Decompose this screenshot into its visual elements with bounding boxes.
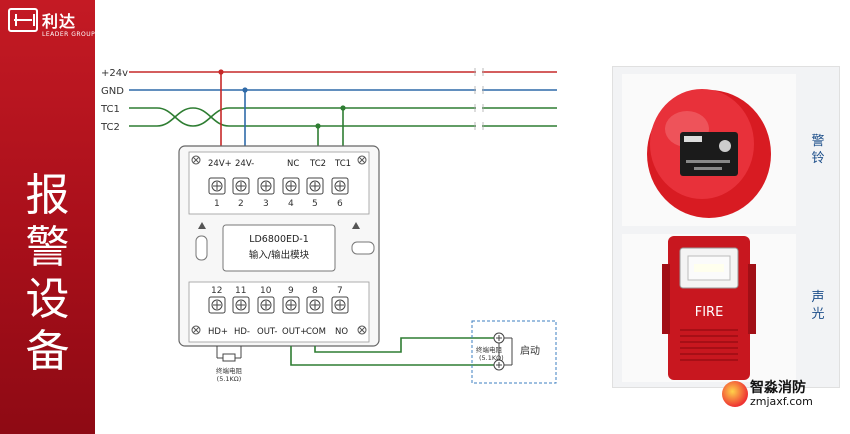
- bus-label-tc1: TC1: [100, 104, 120, 115]
- brand-name: 利达: [42, 12, 77, 31]
- terminal-number: 2: [238, 199, 244, 209]
- eol-resistor-value: (5.1KΩ): [217, 375, 242, 383]
- alarm-bell-image: [622, 74, 796, 226]
- terminal-number: 5: [312, 199, 318, 209]
- strobe-sign-text: FIRE: [695, 305, 724, 320]
- sidebar-title-char: 设: [25, 274, 70, 325]
- module-name: 输入/输出模块: [249, 249, 310, 261]
- start-wires: [290, 337, 499, 366]
- signal-label: OUT-: [257, 327, 277, 337]
- module-label-plate: [222, 224, 336, 272]
- terminal-number: 3: [263, 199, 269, 209]
- bottom-terminals: [208, 296, 349, 314]
- signal-label: COM: [306, 327, 326, 337]
- watermark-url: zmjaxf.com: [750, 395, 813, 408]
- terminal-number: 1: [214, 199, 220, 209]
- device-label-char: 声 光: [811, 290, 825, 322]
- line-break-marks: [476, 69, 482, 129]
- signal-label: TC2: [309, 159, 326, 169]
- bus-label-tc2: TC2: [100, 122, 120, 133]
- up-arrow-icon: [352, 222, 360, 229]
- terminal-number: 11: [235, 286, 246, 296]
- terminal-number: 12: [211, 286, 222, 296]
- signal-label: OUT+: [282, 327, 307, 337]
- strobe-horn-image: FIRE: [622, 234, 796, 382]
- alarm-bell-icon: [647, 89, 771, 218]
- terminal-number: 8: [312, 286, 318, 296]
- bus-label-24v: +24v: [101, 68, 128, 79]
- top-terminals: [208, 177, 349, 195]
- start-resistor-value: (5.1KΩ): [479, 354, 504, 362]
- right-slot: [351, 241, 375, 255]
- sidebar-title: 报 警 设 备: [0, 170, 95, 378]
- device-panel: 警 铃 FIRE 声 光: [612, 66, 840, 388]
- sidebar-title-char: 报: [25, 170, 70, 221]
- alarm-bell-label: 警 铃: [800, 133, 836, 167]
- strobe-horn-icon: FIRE: [662, 236, 756, 380]
- start-label: 启动: [520, 344, 540, 357]
- signal-label: NC: [287, 159, 299, 169]
- sidebar: 利达 LEADER GROUP 报 警 设 备: [0, 0, 95, 434]
- io-module: 24V+ 24V- NC TC2 TC1 1 2 3 4 5 6 LD6800E…: [178, 145, 380, 347]
- left-slot: [195, 235, 208, 261]
- eol-resistor: 终端电阻 (5.1KΩ): [216, 346, 243, 383]
- start-resistor-label: 终端电阻: [476, 345, 503, 354]
- device-label-char: 警 铃: [811, 134, 825, 166]
- terminal-number: 10: [260, 286, 272, 296]
- sidebar-title-char: 警: [25, 222, 70, 273]
- strobe-horn-label: 声 光: [800, 289, 836, 323]
- terminal-number: 6: [337, 199, 343, 209]
- module-model: LD6800ED-1: [249, 234, 309, 245]
- signal-label: HD+: [208, 327, 228, 337]
- watermark-title: 智淼消防: [750, 380, 806, 396]
- bus-label-gnd: GND: [101, 86, 124, 97]
- wiring-diagram: +24v GND TC1 TC2 24V+ 24V- NC TC2 TC1: [100, 68, 557, 384]
- brand-logo: 利达 LEADER GROUP: [8, 8, 95, 44]
- signal-label: TC1: [334, 159, 351, 169]
- signal-label: 24V-: [235, 159, 254, 169]
- up-arrow-icon: [198, 222, 206, 229]
- brand-logo-icon: [8, 8, 38, 32]
- sidebar-title-char: 备: [25, 326, 70, 377]
- terminal-number: 9: [288, 286, 294, 296]
- watermark: 智淼消防 zmjaxf.com: [722, 377, 850, 427]
- start-box: 终端电阻 (5.1KΩ) 启动: [471, 320, 557, 384]
- watermark-logo-icon: [722, 381, 748, 407]
- signal-label: 24V+: [208, 159, 232, 169]
- eol-resistor-label: 终端电阻: [216, 366, 243, 375]
- terminal-number: 4: [288, 199, 294, 209]
- signal-label: HD-: [234, 327, 250, 337]
- terminal-number: 7: [337, 286, 343, 296]
- signal-label: NO: [335, 327, 348, 337]
- corner-screws: [191, 155, 367, 335]
- brand-english: LEADER GROUP: [42, 31, 96, 38]
